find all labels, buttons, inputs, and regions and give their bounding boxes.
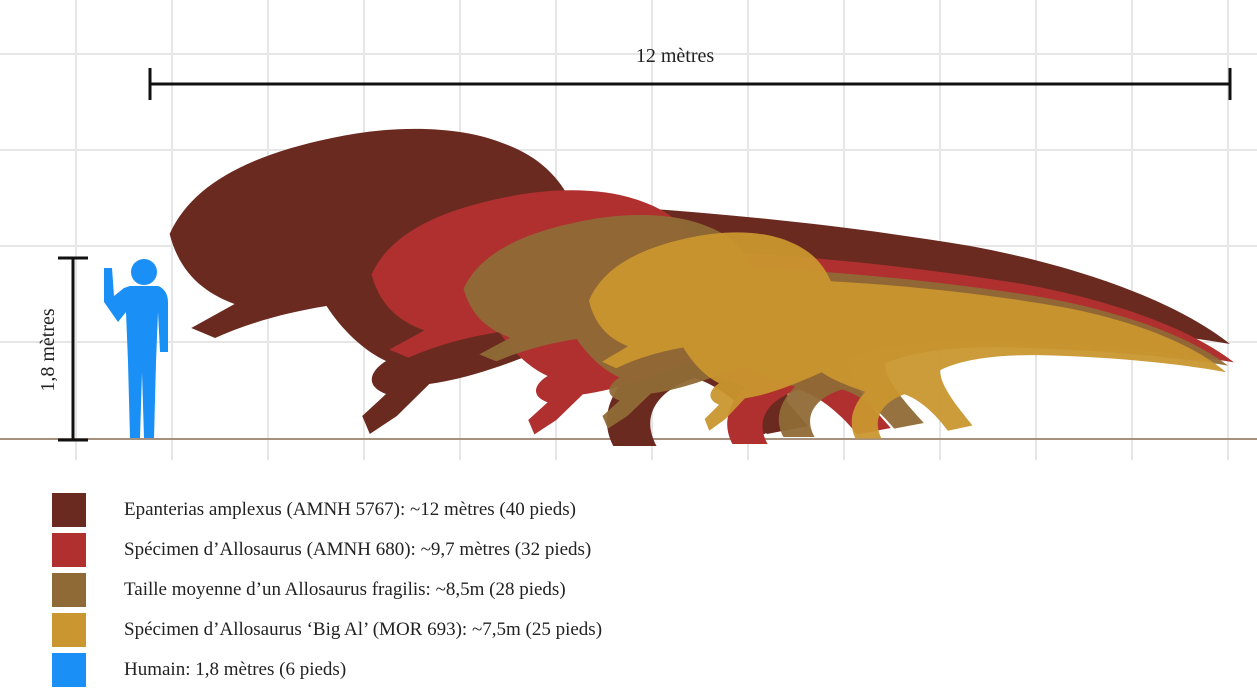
- height-scale-bar: [58, 256, 88, 442]
- legend-swatch-epanterias: [52, 493, 86, 527]
- legend-label: Spécimen d’Allosaurus (AMNH 680): ~9,7 m…: [124, 539, 592, 560]
- legend-swatch-average: [52, 573, 86, 607]
- height-scale-label: 1,8 mètres: [37, 308, 59, 392]
- legend-swatch-human: [52, 653, 86, 687]
- length-scale-bar: [148, 68, 1232, 100]
- legend-label: Humain: 1,8 mètres (6 pieds): [124, 659, 347, 680]
- legend-label: Taille moyenne d’un Allosaurus fragilis:…: [124, 579, 566, 600]
- legend-swatch-amnh680: [52, 533, 86, 567]
- human-silhouette: [104, 259, 168, 438]
- size-comparison-figure: 12 mètres 1,8 mètres: [0, 0, 1257, 460]
- legend-label: Epanterias amplexus (AMNH 5767): ~12 mèt…: [124, 499, 576, 520]
- legend-swatch-big-al: [52, 613, 86, 647]
- length-scale-label: 12 mètres: [636, 45, 715, 67]
- legend-label: Spécimen d’Allosaurus ‘Big Al’ (MOR 693)…: [124, 619, 603, 640]
